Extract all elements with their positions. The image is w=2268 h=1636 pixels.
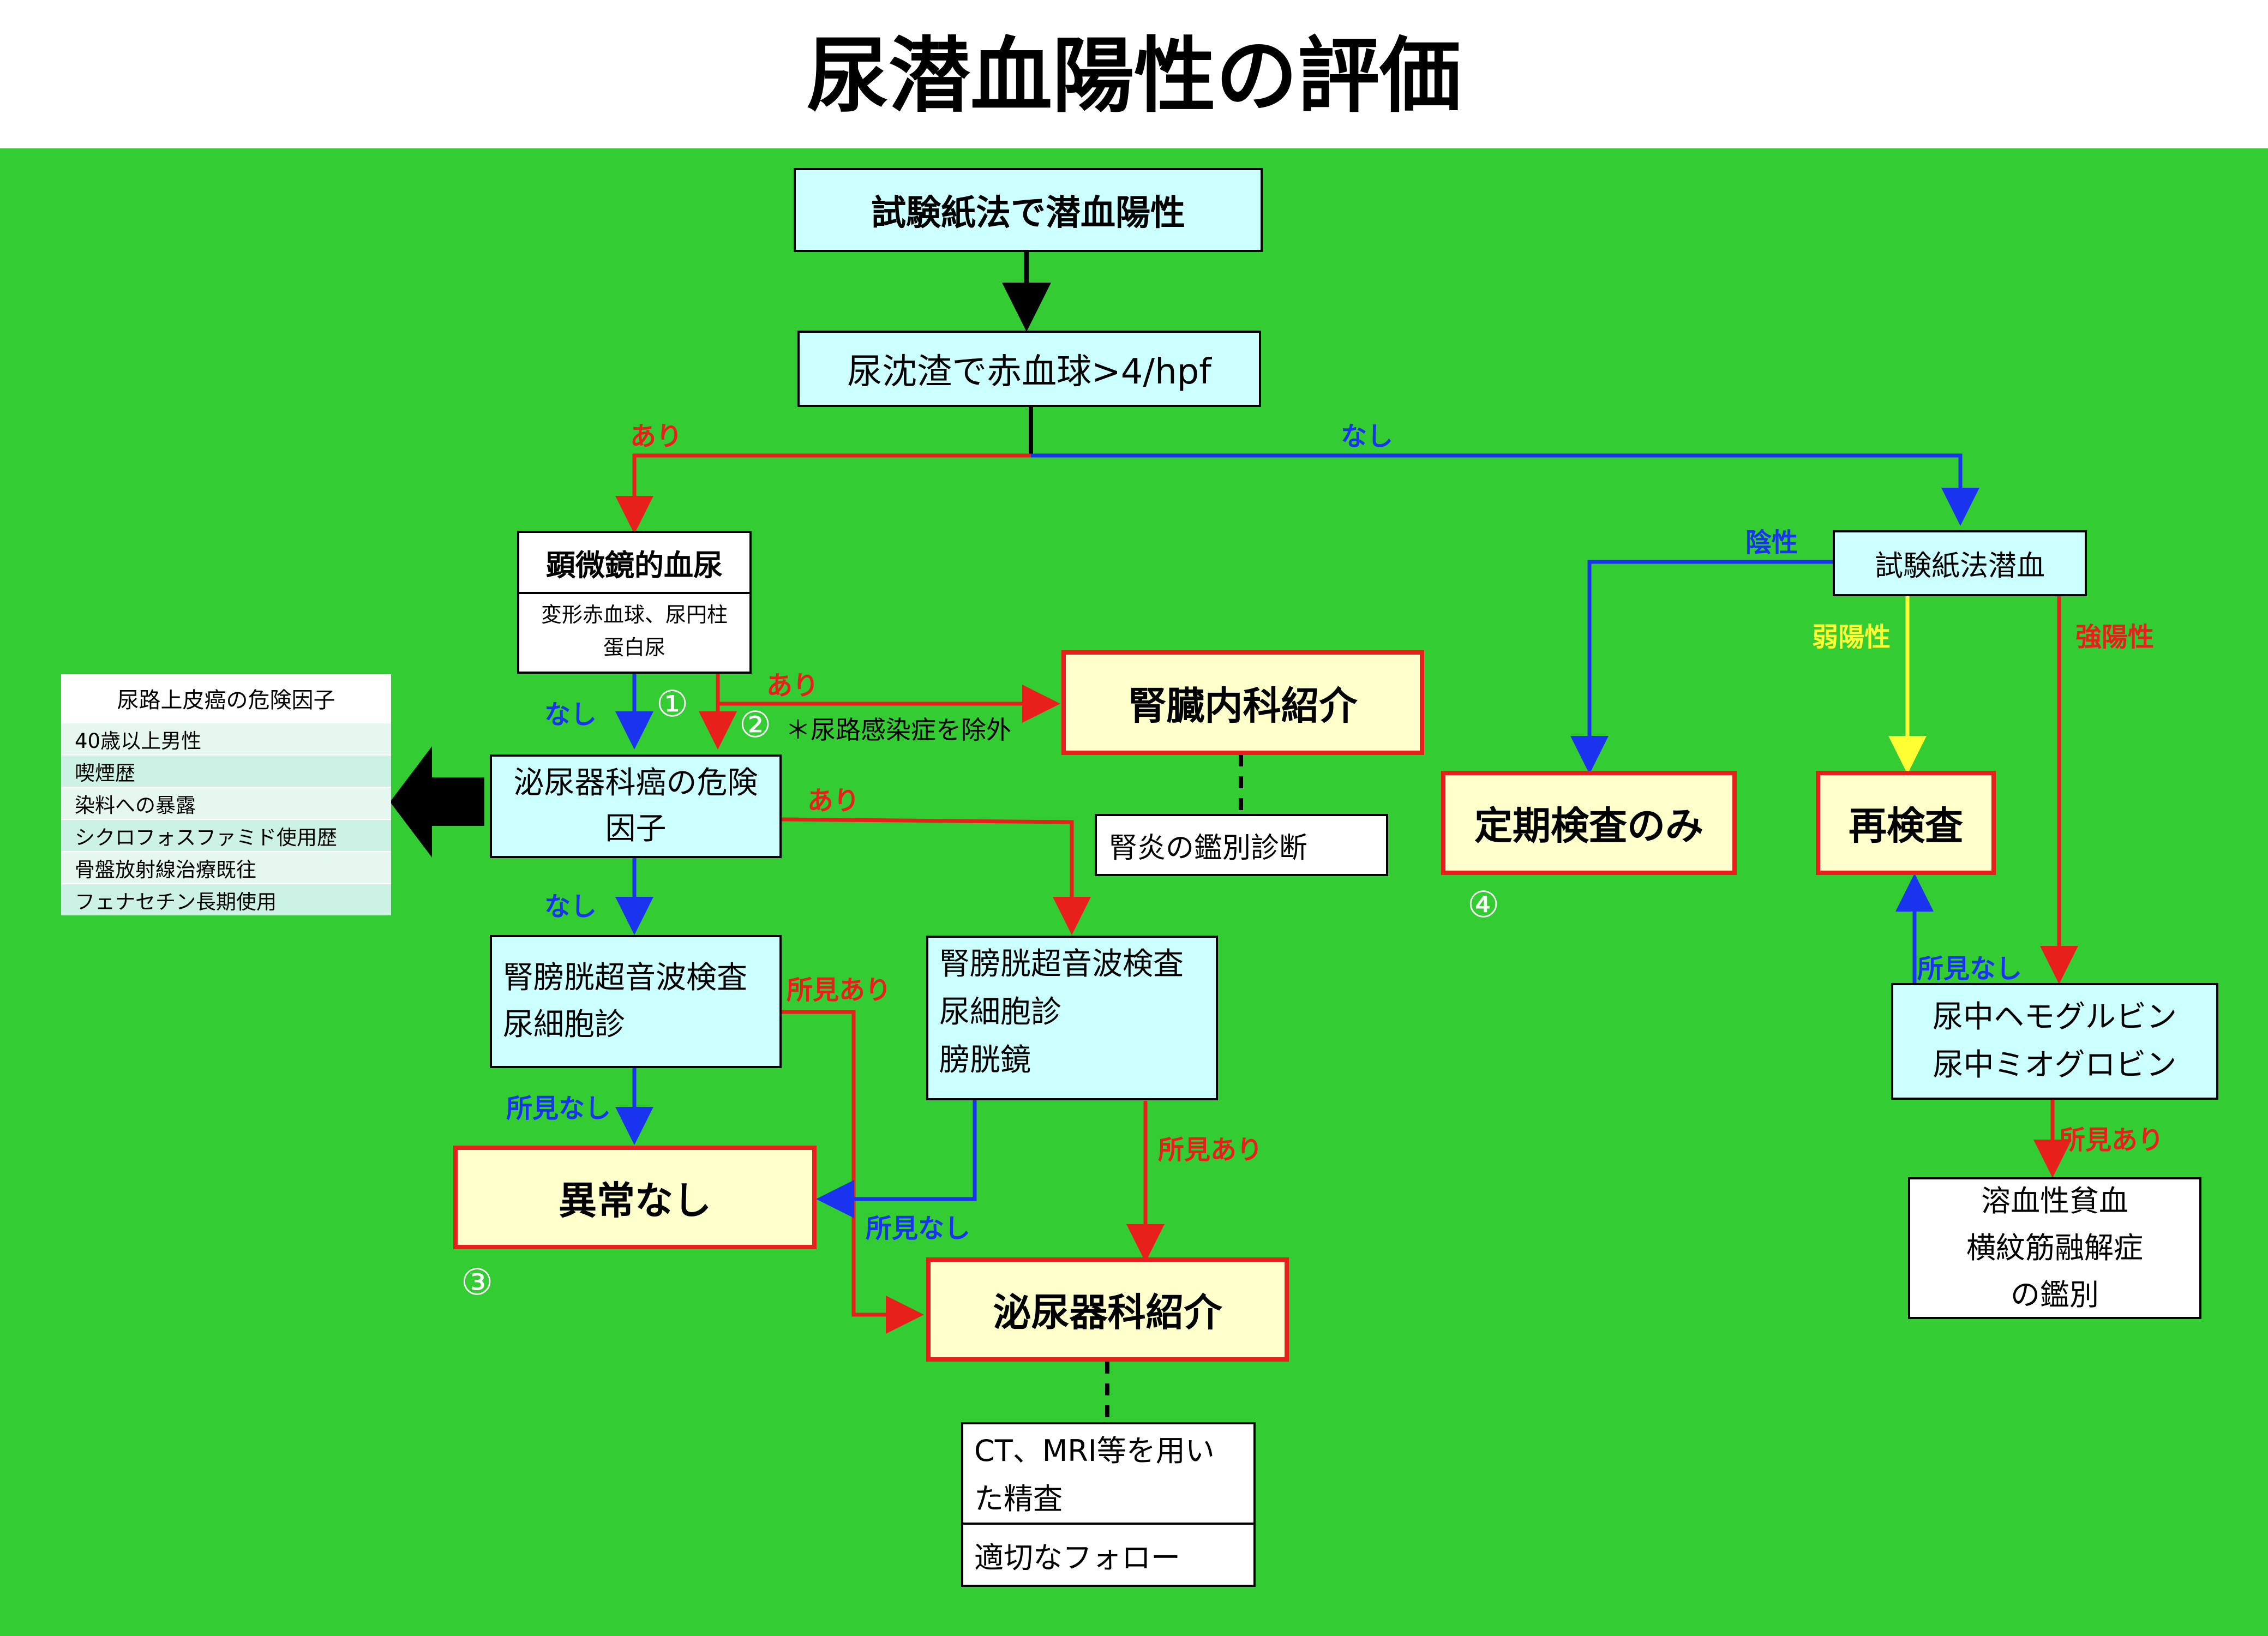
uti-note: ＊尿路感染症を除外 [785,715,1011,745]
label-negative: 陰性 [1745,528,1798,558]
arrow-finding-none-no-abnormality-2 [816,1100,977,1218]
arrow-negative [1570,560,1833,774]
label-finding-none-3: 所見なし [1917,954,2023,984]
nephritis-diff-box: 腎炎の鑑別診断 [1095,814,1388,876]
risk-factor-item: 40歳以上男性 [61,722,391,754]
arrow-finding-yes-urology [782,1010,924,1334]
label-nashi-1: なし [1341,421,1394,452]
risk-factor-item: シクロフォスファミド使用歴 [61,819,391,851]
label-ari-2: あり [766,670,819,701]
marker-3: ③ [461,1261,494,1303]
hemolysis-rhabdo-box: 溶血性貧血 横紋筋融解症 の鑑別 [1908,1177,2201,1319]
nephrology-referral-box: 腎臓内科紹介 [1061,650,1424,755]
page-title: 尿潜血陽性の評価 [806,29,1461,124]
risk-factor-item: 骨盤放射線治療既往 [61,851,391,883]
header: 尿潜血陽性の評価 [0,0,2268,148]
risk-factor-item: 染料への暴露 [61,787,391,819]
microscopic-hematuria-box: 顕微鏡的血尿 変形赤血球、尿円柱 蛋白尿 [517,531,752,674]
label-weak-positive: 弱陽性 [1812,622,1891,652]
label-strong-positive: 強陽性 [2075,622,2155,652]
dipstick-positive-box: 試験紙法で潜血陽性 [794,168,1263,252]
arrow-ari-microscopic [615,453,1031,534]
risk-factor-list: 40歳以上男性 喫煙歴 染料への暴露 シクロフォスファミド使用歴 骨盤放射線治療… [61,722,391,915]
marker-1: ① [656,683,689,725]
risk-factor-pointer-arrow [390,746,484,858]
marker-4: ④ [1467,884,1500,926]
appropriate-followup-text: 適切なフォロー [974,1540,1180,1575]
risk-factor-title: 尿路上皮癌の危険因子 [61,674,391,722]
label-nashi-2: なし [544,699,597,730]
ct-mri-text: CT、MRI等を用い た精査 [963,1424,1253,1525]
hemoglobin-myoglobin-box: 尿中ヘモグルビン 尿中ミオグロビン [1891,983,2218,1100]
urology-cancer-risk-box: 泌尿器科癌の危険 因子 [490,754,782,858]
dipstick-occult-blood-box: 試験紙法潜血 [1833,530,2087,596]
no-abnormality-box: 異常なし [453,1146,817,1249]
arrow-nashi-dipstick [1031,453,1979,526]
label-finding-yes-3: 所見あり [2059,1125,2164,1155]
risk-factor-item: 喫煙歴 [61,754,391,787]
label-finding-yes-2: 所見あり [1158,1135,1263,1165]
retest-box: 再検査 [1816,771,1996,875]
periodic-check-box: 定期検査のみ [1441,771,1737,875]
label-nashi-3: なし [544,891,597,922]
ct-mri-box: CT、MRI等を用い た精査 適切なフォロー [961,1422,1256,1587]
us-cytology-box: 腎膀胱超音波検査 尿細胞診 [490,935,782,1068]
us-cytology-cystoscopy-box: 腎膀胱超音波検査 尿細胞診 膀胱鏡 [926,936,1218,1100]
label-finding-none-1: 所見なし [506,1093,611,1124]
sediment-rbc-box: 尿沈渣で赤血球>4/hpf [797,331,1261,407]
urology-referral-box: 泌尿器科紹介 [926,1257,1289,1362]
label-finding-yes-1: 所見あり [787,975,892,1005]
risk-factor-table: 尿路上皮癌の危険因子 40歳以上男性 喫煙歴 染料への暴露 シクロフォスファミド… [61,674,391,915]
marker-2: ② [739,704,772,746]
risk-factor-item: フェナセチン長期使用 [61,883,391,915]
microscopic-hematuria-detail: 変形赤血球、尿円柱 蛋白尿 [541,603,728,660]
label-ari-1: あり [630,421,683,452]
microscopic-hematuria-title: 顕微鏡的血尿 [519,533,749,594]
arrow-ari-us-cystoscopy [781,817,1091,935]
label-finding-none-2: 所見なし [866,1213,971,1244]
label-ari-3: あり [807,786,860,816]
